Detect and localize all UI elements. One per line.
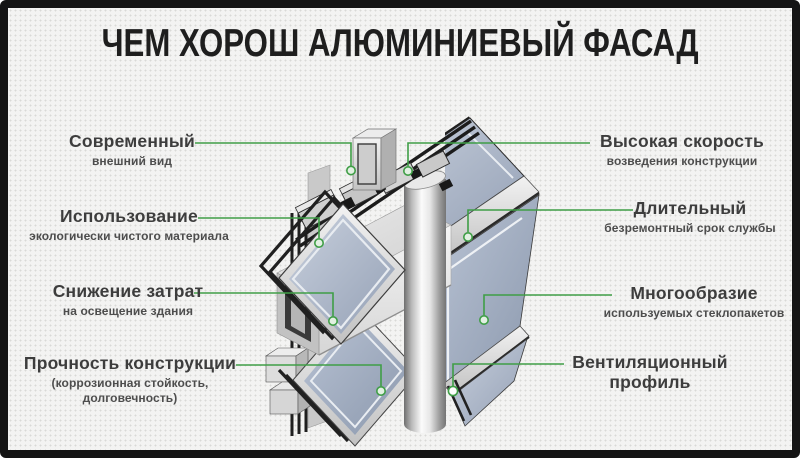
- connector-dots: [313, 165, 489, 397]
- feature-strength: Прочность конструкции (коррозионная стой…: [23, 353, 237, 406]
- facade-illustration: [194, 116, 633, 447]
- leader-line-strength: [236, 364, 382, 386]
- left-glass-unit: [258, 189, 406, 345]
- feature-glazing-variety: Многообразие используемых стеклопакетов: [603, 283, 785, 321]
- feature-eco-material: Использование экологически чистого матер…: [29, 206, 229, 244]
- feature-ventilation-profile: Вентиляционный профиль: [572, 352, 728, 393]
- feature-construction-speed: Высокая скорость возведения конструкции: [600, 131, 764, 169]
- mullion-cylinder: [404, 170, 446, 433]
- leader-line-variety: [483, 294, 612, 315]
- connector-dot-icon: [345, 165, 356, 176]
- connector-dot-icon: [402, 166, 413, 177]
- leader-line-service: [467, 209, 633, 232]
- leader-lines: [194, 142, 633, 386]
- leader-line-ventilation: [452, 363, 564, 386]
- connector-dot-icon: [327, 315, 338, 326]
- connector-dot-icon: [478, 314, 489, 325]
- leader-line-eco: [198, 217, 320, 238]
- feature-service-life: Длительный безремонтный срок службы: [604, 198, 776, 236]
- connector-ring-icon: [447, 385, 459, 397]
- page-title: ЧЕМ ХОРОШ АЛЮМИНИЕВЫЙ ФАСАД: [101, 22, 699, 65]
- connector-dot-icon: [313, 238, 324, 249]
- feature-lighting-costs: Снижение затрат на освещение здания: [52, 281, 204, 319]
- leader-line-costs: [194, 292, 334, 316]
- leader-line-speed: [407, 142, 590, 166]
- leader-line-modern: [195, 142, 352, 166]
- feature-modern-appearance: Современный внешний вид: [69, 131, 195, 169]
- lower-left-glass-unit: [277, 305, 420, 447]
- connector-dot-icon: [462, 232, 473, 243]
- right-glazing-unit: [445, 116, 540, 427]
- connector-dot-icon: [375, 385, 386, 396]
